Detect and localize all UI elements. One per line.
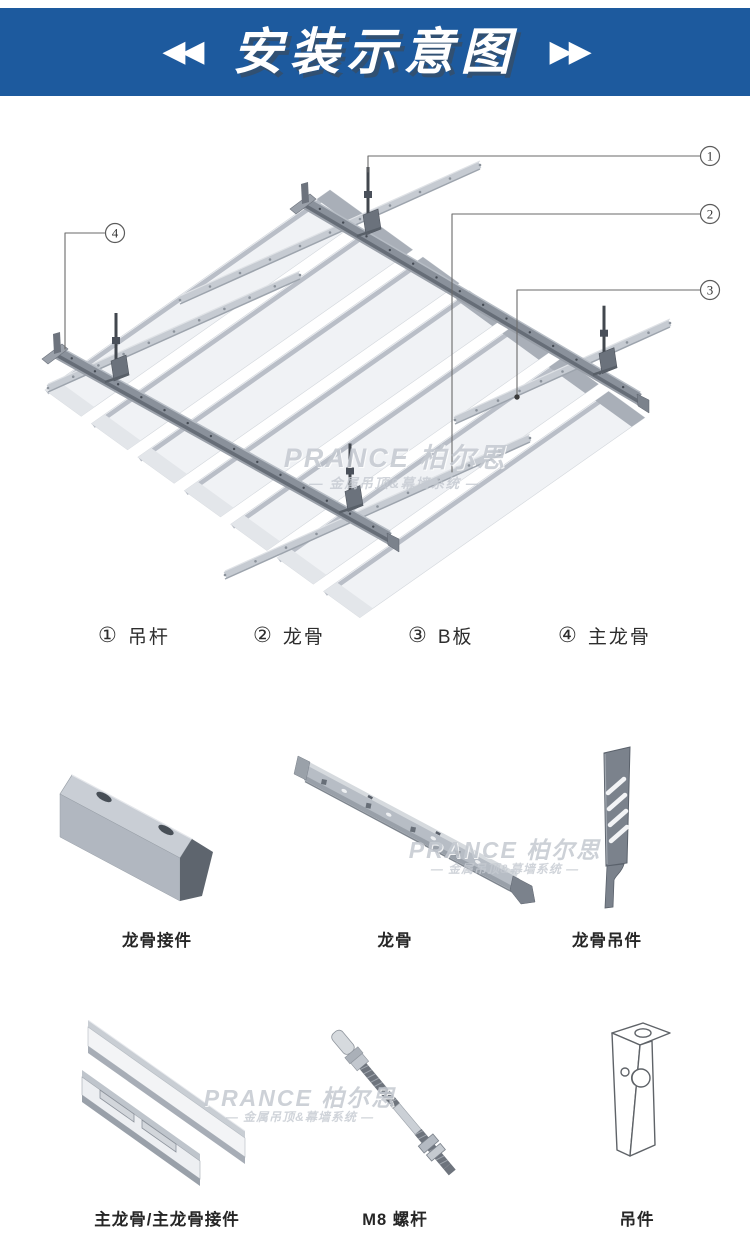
legend-item-main-keel: ④ 主龙骨 — [558, 622, 651, 649]
keel-connector-figure — [59, 774, 213, 902]
slot-hole — [96, 791, 112, 803]
window-cutout — [141, 1119, 177, 1153]
callout-circle-2 — [699, 203, 721, 225]
hex-nut — [425, 1142, 446, 1162]
legend-marker-4: ④ — [558, 624, 577, 647]
callout-number-1: 1 — [707, 149, 714, 164]
component-label-keel-hanger: 龙骨吊件 — [572, 932, 642, 950]
slot-hole — [605, 776, 627, 796]
component-label-m8-rod: M8 螺杆 — [362, 1211, 428, 1229]
suspension-rods-and-hangers — [104, 167, 618, 514]
main-keels — [41, 182, 650, 553]
leader-line-1 — [367, 155, 702, 173]
callouts: 1 2 3 4 — [64, 145, 721, 473]
legend-item-hanging-rod: ① 吊杆 — [98, 622, 170, 649]
component-label-hanger: 吊件 — [619, 1211, 655, 1229]
leader-line-2 — [451, 213, 702, 473]
callout-circle-1 — [699, 145, 721, 167]
window-cutout — [99, 1089, 135, 1123]
slot-hole — [158, 824, 174, 836]
slot-hole — [608, 824, 630, 844]
main-keel-connector-figure — [81, 1020, 246, 1186]
right-arrows-icon: ▶▶ — [549, 35, 592, 68]
keel-hanger-figure — [603, 746, 631, 909]
legend-label-4: 主龙骨 — [587, 627, 651, 648]
component-label-main-keel-connector: 主龙骨/主龙骨接件 — [94, 1211, 240, 1229]
installation-diagram: 1 2 3 4 — [41, 145, 721, 618]
legend-item-b-panel: ③ B板 — [408, 622, 474, 649]
slot-hole — [606, 792, 628, 812]
slot-hole — [607, 808, 629, 828]
hex-nut — [417, 1133, 440, 1154]
callout-circle-4 — [104, 222, 126, 244]
callout-number-4: 4 — [112, 226, 119, 241]
legend-label-3: B板 — [437, 627, 474, 648]
legend-marker-3: ③ — [408, 624, 427, 647]
legend-item-keel: ② 龙骨 — [253, 622, 325, 649]
hanger-figure — [611, 1022, 671, 1157]
leader-dot-3 — [514, 394, 520, 400]
legend-label-2: 龙骨 — [282, 627, 325, 648]
component-label-keel: 龙骨 — [377, 932, 413, 950]
top-hole — [634, 1028, 652, 1038]
callout-number-2: 2 — [707, 207, 714, 222]
m8-screw-rod-figure — [331, 1029, 456, 1176]
keel-figure — [293, 755, 536, 905]
callout-circle-3 — [699, 279, 721, 301]
callout-number-3: 3 — [707, 283, 714, 298]
page-title: 安装示意图 — [232, 24, 518, 80]
header-banner: ◀◀ 安装示意图 ▶▶ — [0, 8, 750, 96]
small-bolt — [620, 1067, 630, 1077]
leader-line-4 — [64, 232, 106, 350]
left-arrows-icon: ◀◀ — [162, 35, 204, 68]
legend-marker-1: ① — [98, 624, 117, 647]
leader-line-3 — [516, 289, 702, 395]
legend-marker-2: ② — [253, 624, 272, 647]
ceiling-panels — [44, 189, 646, 618]
component-label-keel-connector: 龙骨接件 — [122, 932, 192, 950]
legend-label-1: 吊杆 — [127, 627, 170, 648]
